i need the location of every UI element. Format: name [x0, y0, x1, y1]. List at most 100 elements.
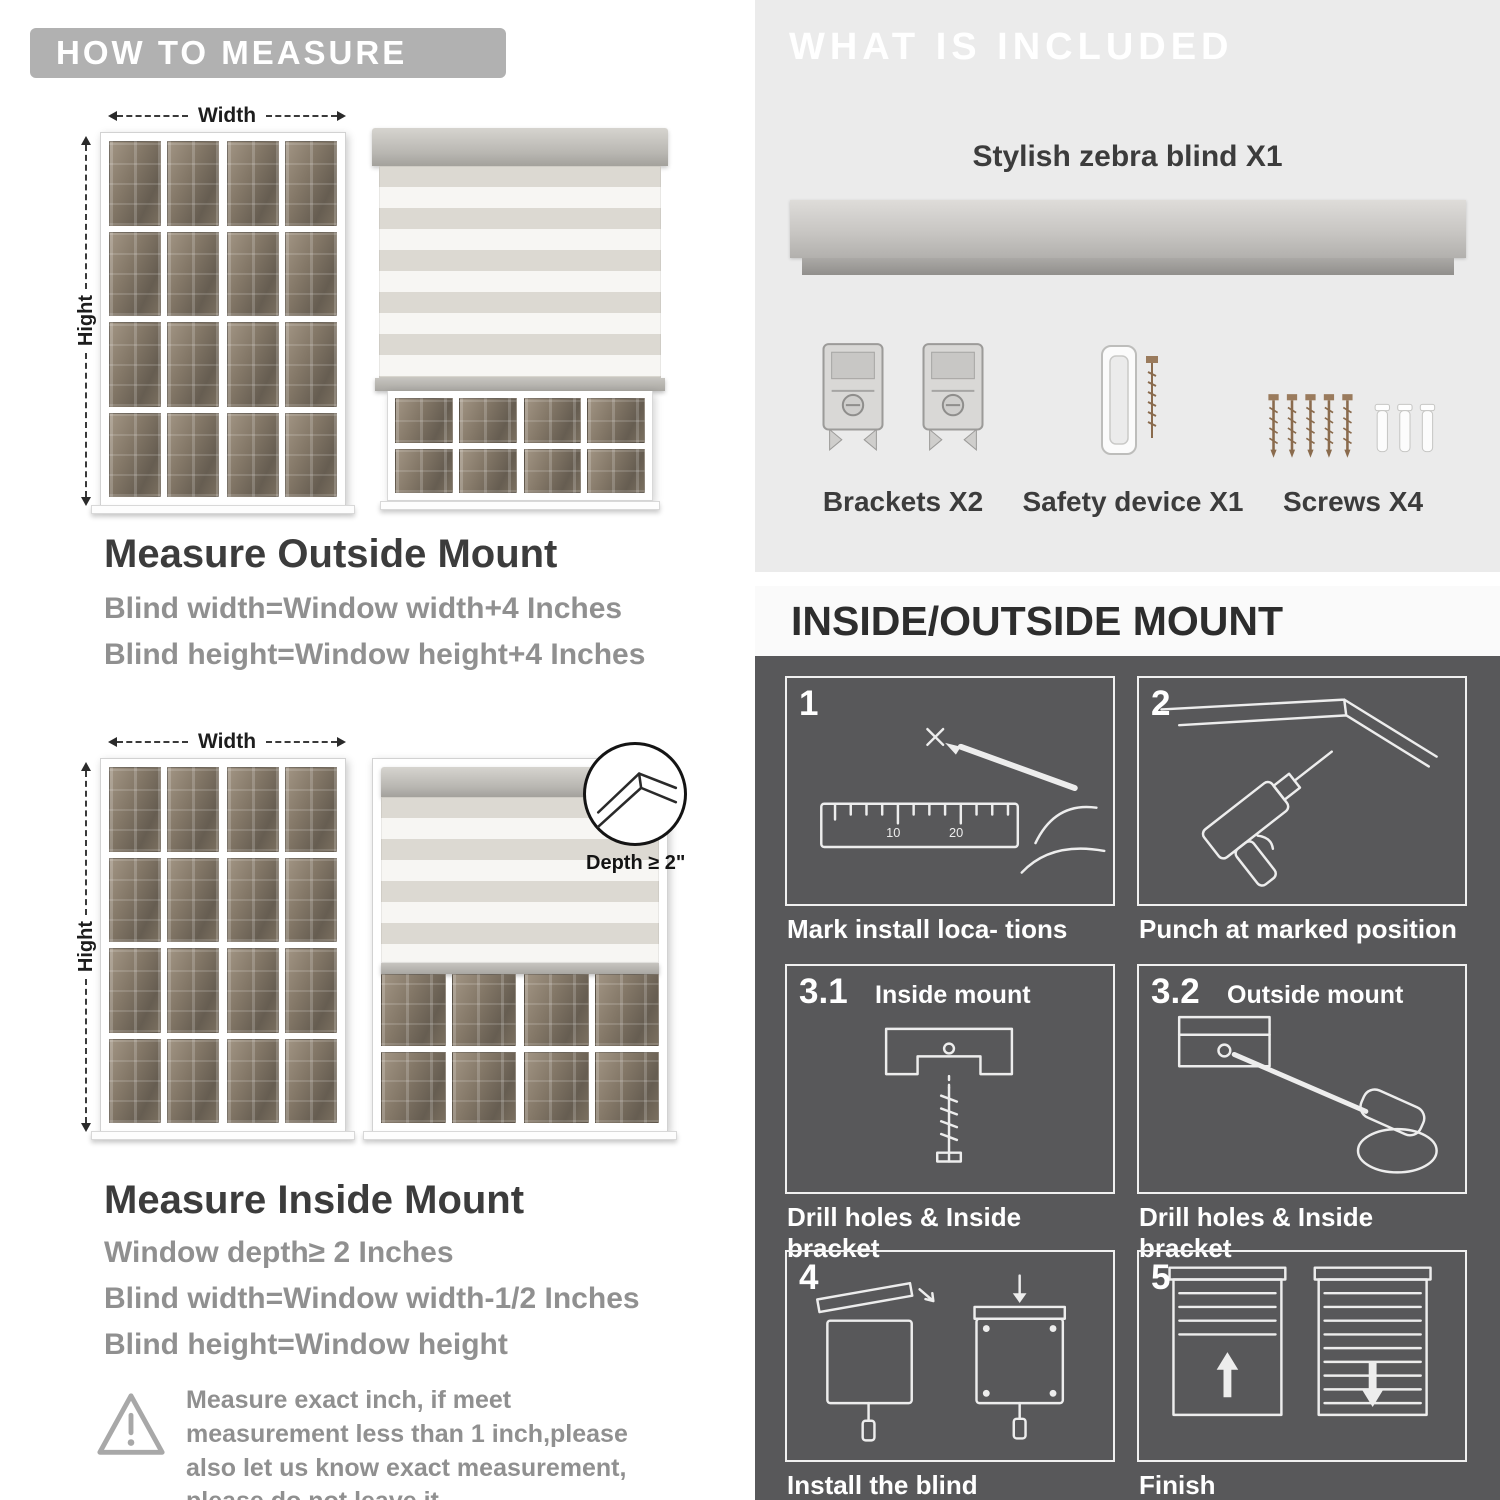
width-label: Width	[197, 730, 257, 753]
dashed-line	[117, 115, 188, 117]
step-box-2: 2	[1137, 676, 1467, 906]
window-pane	[167, 857, 219, 942]
inside-mount-title: Measure Inside Mount	[104, 1178, 525, 1222]
window-pane	[594, 1051, 659, 1123]
screws-label: Screws X4	[1282, 486, 1424, 517]
step-number: 2	[1151, 684, 1171, 723]
arrow-left-icon	[108, 111, 117, 121]
window-sash	[109, 767, 219, 1123]
window-pane	[167, 322, 219, 407]
window-pane	[285, 857, 337, 942]
window-pane	[524, 1051, 589, 1123]
window-pane	[109, 412, 161, 497]
height-label: Hight	[74, 921, 97, 973]
dashed-line	[85, 352, 87, 497]
step-caption-2: Punch at marked position	[1139, 914, 1457, 944]
window-sash	[395, 398, 517, 493]
inside-bracket-illustration	[884, 1027, 1014, 1163]
step-caption-5: Finish	[1139, 1470, 1216, 1500]
blind-bottom-rail	[375, 378, 665, 391]
blind-bottom-rail	[381, 963, 659, 974]
step-number: 3.1	[799, 972, 848, 1011]
blind-item-label: Stylish zebra blind X1	[972, 140, 1283, 173]
arrow-up-icon	[81, 762, 91, 771]
window-sash	[381, 974, 516, 1123]
dashed-line	[85, 145, 87, 290]
drill-illustration	[1160, 698, 1438, 887]
window-pane	[458, 448, 517, 493]
window-pane	[285, 767, 337, 852]
window-pane	[285, 322, 337, 407]
step-caption-3-2: Drill holes & Inside bracket	[1139, 1202, 1374, 1263]
window-pane	[395, 448, 453, 493]
window-pane	[594, 974, 659, 1046]
window-sill	[91, 505, 355, 514]
mark-locations-illustration: 10 20	[820, 727, 1106, 874]
window-pane	[285, 1038, 337, 1123]
window-pane	[227, 948, 279, 1033]
window-illustration-inside	[100, 758, 346, 1132]
zebra-blind-headrail	[790, 200, 1466, 275]
arrow-right-icon	[337, 111, 346, 121]
step-caption-1: Mark install loca- tions	[787, 914, 1068, 944]
finish-illustration	[1168, 1266, 1432, 1417]
width-arrow-inside: Width	[108, 730, 346, 754]
bracket-icon	[922, 343, 984, 451]
how-to-measure-header: HOW TO MEASURE	[30, 28, 506, 78]
step-box-3-1: 3.1 Inside mount	[785, 964, 1115, 1194]
window-pane	[167, 231, 219, 316]
inside-mount-rule-3: Blind height=Window height	[104, 1328, 508, 1361]
window-pane	[109, 1038, 161, 1123]
window-sill	[363, 1131, 677, 1140]
step-caption-4: Install the blind	[787, 1470, 978, 1500]
blind-cassette	[372, 128, 668, 166]
window-pane	[523, 398, 582, 443]
window-pane	[227, 767, 279, 852]
svg-text:20: 20	[949, 825, 963, 840]
safety-device-icon	[1101, 345, 1158, 455]
mount-steps-panel: INSIDE/OUTSIDE MOUNT 1 10 20 Mark instal…	[755, 586, 1500, 1500]
height-label: Hight	[74, 295, 97, 347]
step-caption-3-1: Drill holes & Inside bracket	[787, 1202, 1022, 1263]
outside-mount-rule-2: Blind height=Window height+4 Inches	[104, 638, 646, 671]
step-sublabel: Inside mount	[875, 981, 1031, 1009]
depth-callout-label: Depth ≥ 2"	[586, 852, 686, 874]
warning-icon	[97, 1393, 165, 1455]
window-sash	[109, 141, 219, 497]
window-pane	[167, 767, 219, 852]
window-pane	[227, 322, 279, 407]
inside-mount-rule-1: Window depth≥ 2 Inches	[104, 1236, 454, 1269]
depth-callout-circle	[583, 742, 687, 846]
screws-icon	[1267, 392, 1436, 460]
window-pane	[227, 1038, 279, 1123]
height-arrow-inside: Hight	[74, 762, 98, 1132]
outside-mount-rule-1: Blind width=Window width+4 Inches	[104, 592, 623, 625]
window-sill	[380, 501, 660, 510]
height-arrow-outside: Hight	[74, 136, 98, 506]
step-number: 4	[799, 1258, 819, 1297]
bracket-icon	[822, 343, 884, 451]
window-sash	[227, 767, 337, 1123]
dashed-line	[85, 771, 87, 916]
step-box-4: 4	[785, 1250, 1115, 1462]
window-pane	[285, 231, 337, 316]
window-pane	[587, 448, 645, 493]
svg-text:10: 10	[886, 825, 900, 840]
window-pane	[227, 412, 279, 497]
outside-bracket-illustration	[1177, 1015, 1438, 1174]
width-arrow-outside: Width	[108, 104, 346, 128]
window-pane	[167, 948, 219, 1033]
warning-note: Measure exact inch, if meet measurement …	[186, 1386, 628, 1500]
step-number: 1	[799, 684, 819, 723]
outside-mount-title: Measure Outside Mount	[104, 532, 558, 576]
width-label: Width	[197, 104, 257, 127]
window-pane	[167, 141, 219, 226]
window-sash	[523, 398, 645, 493]
window-sash	[227, 141, 337, 497]
arrow-up-icon	[81, 136, 91, 145]
window-pane	[109, 948, 161, 1033]
window-pane	[381, 974, 446, 1046]
window-pane	[109, 322, 161, 407]
window-pane	[524, 974, 589, 1046]
